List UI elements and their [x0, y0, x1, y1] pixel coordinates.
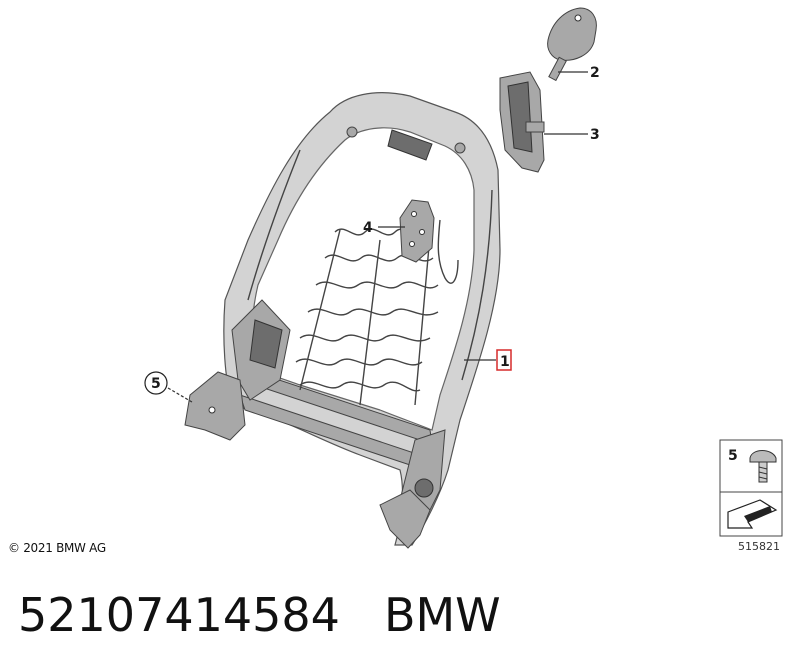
parts-diagram: 2 3 4 1 5 5	[144, 7, 783, 549]
copyright-notice: © 2021 BMW AG	[8, 541, 106, 555]
part-3-guide-sleeve	[499, 71, 545, 173]
catalog-arrow-icon	[727, 499, 778, 529]
callout-1: 1	[500, 354, 510, 370]
part-2-headrest-guide	[547, 7, 597, 82]
screw-icon	[749, 450, 777, 483]
part-number: 52107414584	[18, 588, 340, 642]
callout-5: 5	[151, 376, 161, 392]
legend-number: 5	[728, 448, 738, 464]
callout-2: 2	[590, 65, 600, 81]
brand-name: BMW	[383, 588, 501, 642]
callout-4: 4	[363, 220, 373, 236]
part-label: 52107414584 BMW	[18, 588, 501, 642]
callout-1-highlight-box	[496, 349, 512, 371]
part-4-bracket	[399, 199, 435, 263]
legend-box: 5	[719, 439, 783, 537]
catalog-code: 515821	[738, 540, 780, 553]
callout-5-circle	[144, 371, 168, 395]
seat-back-frame	[184, 92, 501, 549]
callout-3: 3	[590, 127, 600, 143]
spring-mat	[295, 228, 439, 406]
